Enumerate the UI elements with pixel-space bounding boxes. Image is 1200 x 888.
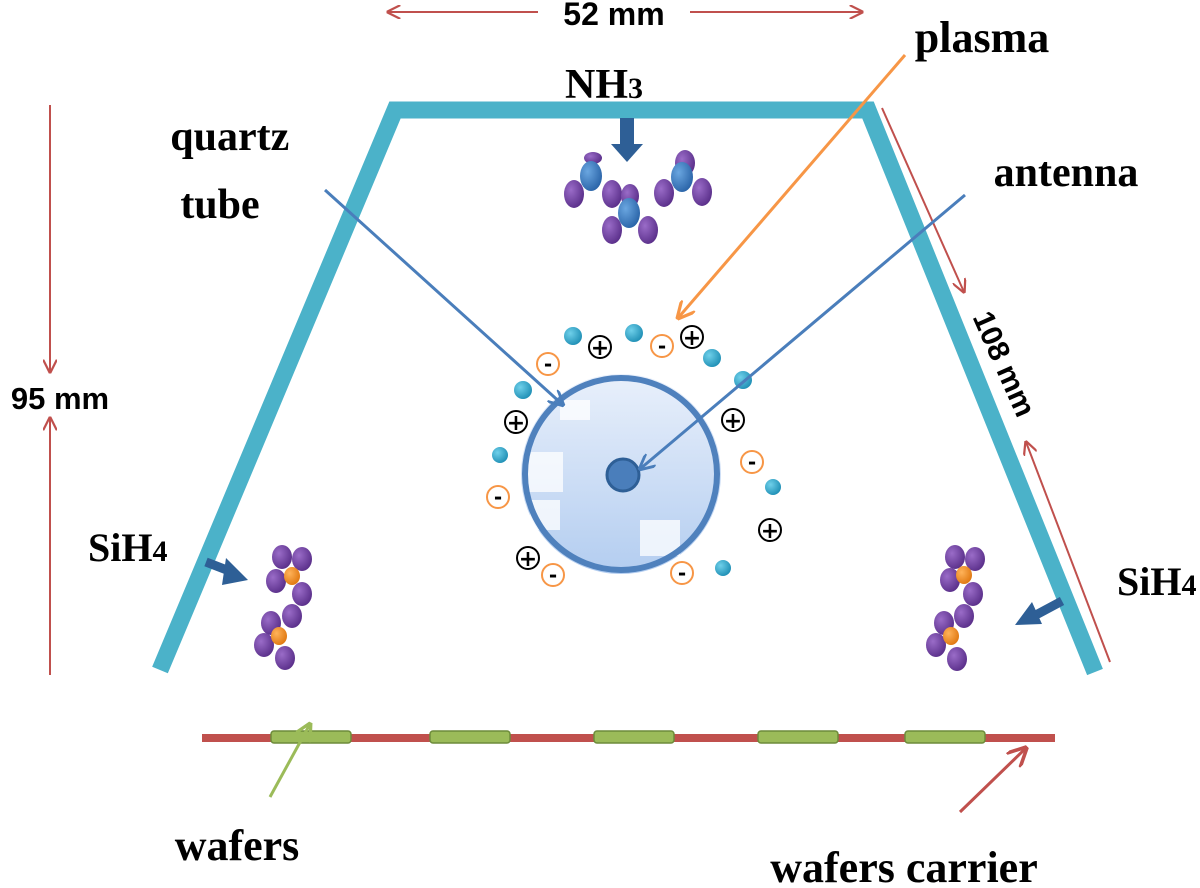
negative-charge: -	[486, 485, 510, 509]
svg-text:+: +	[683, 326, 701, 351]
plasma-pointer-arrow	[678, 54, 907, 318]
quartz-tube-label-line2: tube	[180, 182, 259, 228]
antenna-pointer-arrow	[640, 193, 966, 469]
svg-text:+: +	[724, 409, 742, 434]
svg-text:+: +	[591, 336, 609, 361]
negative-charge: -	[650, 334, 674, 358]
plasma-species: + + + + + + - -	[486, 324, 782, 587]
ion	[715, 560, 731, 576]
negative-charge: -	[536, 352, 560, 376]
sih4-right-label-base: SiH	[1117, 559, 1181, 604]
wafer	[757, 730, 839, 744]
sih4-molecule	[926, 604, 974, 671]
side-dimension-line-bottom	[1026, 442, 1111, 663]
sih4-right-label: SiH4	[1117, 559, 1196, 604]
sih4-left-label-subscript: 4	[152, 535, 167, 568]
quartz-tube-label-line1: quartz	[170, 114, 289, 160]
wafer	[904, 730, 986, 744]
nh3-molecule	[602, 184, 658, 244]
svg-text:+: +	[519, 547, 537, 572]
svg-text:+: +	[507, 411, 525, 436]
svg-text:-: -	[494, 485, 502, 509]
ion	[765, 479, 781, 495]
sih4-molecule	[254, 604, 302, 670]
sih4-right-label-subscript: 4	[1181, 569, 1196, 602]
sih4-right-inlet-arrow	[1015, 597, 1065, 625]
positive-charge: +	[721, 408, 745, 434]
svg-text:-: -	[544, 352, 552, 376]
wafer	[593, 730, 675, 744]
nh3-molecule	[654, 150, 712, 207]
chamber-wall	[152, 101, 1103, 676]
negative-charge: -	[541, 563, 565, 587]
negative-charge: -	[740, 450, 764, 474]
sih4-molecule	[940, 545, 985, 606]
quartz-tube-label: quartz tube	[170, 114, 300, 228]
wafers-carrier-pointer-arrow	[958, 748, 1026, 814]
ion	[492, 447, 508, 463]
positive-charge: +	[504, 410, 528, 436]
height-label: 95 mm	[11, 381, 109, 416]
positive-charge: +	[588, 335, 612, 361]
wafers-carrier-label: wafers carrier	[770, 843, 1037, 888]
svg-text:-: -	[658, 334, 666, 358]
sih4-left-inlet-arrow	[204, 557, 248, 585]
nh3-label-base: NH	[565, 62, 628, 108]
svg-text:-: -	[748, 450, 756, 474]
svg-text:-: -	[678, 561, 686, 585]
nh3-label-subscript: 3	[628, 72, 643, 105]
ion	[564, 327, 582, 345]
ion	[514, 381, 532, 399]
quartz-tube-pointer-arrow	[323, 188, 563, 405]
sih4-left-label-base: SiH	[88, 525, 152, 570]
sih4-left-label: SiH4	[88, 525, 167, 570]
negative-charge: -	[670, 561, 694, 585]
positive-charge: +	[516, 546, 540, 572]
antenna-label: antenna	[994, 150, 1139, 196]
side-dimension-line-top	[881, 107, 964, 292]
wafers-pointer-arrow	[268, 724, 310, 798]
nh3-label: NH3	[565, 62, 643, 108]
ion	[625, 324, 643, 342]
plasma-label: plasma	[915, 13, 1049, 62]
wafers-label: wafers	[175, 821, 300, 870]
positive-charge: +	[758, 518, 782, 544]
svg-text:-: -	[549, 563, 557, 587]
nh3-molecule	[564, 152, 622, 208]
top-width-label: 52 mm	[563, 0, 664, 32]
antenna	[605, 457, 641, 493]
positive-charge: +	[680, 325, 704, 351]
wafer	[270, 730, 352, 744]
nh3-inlet-arrow	[611, 118, 643, 162]
wafer	[429, 730, 511, 744]
ion	[703, 349, 721, 367]
sih4-molecule	[266, 545, 312, 606]
svg-text:+: +	[761, 519, 779, 544]
